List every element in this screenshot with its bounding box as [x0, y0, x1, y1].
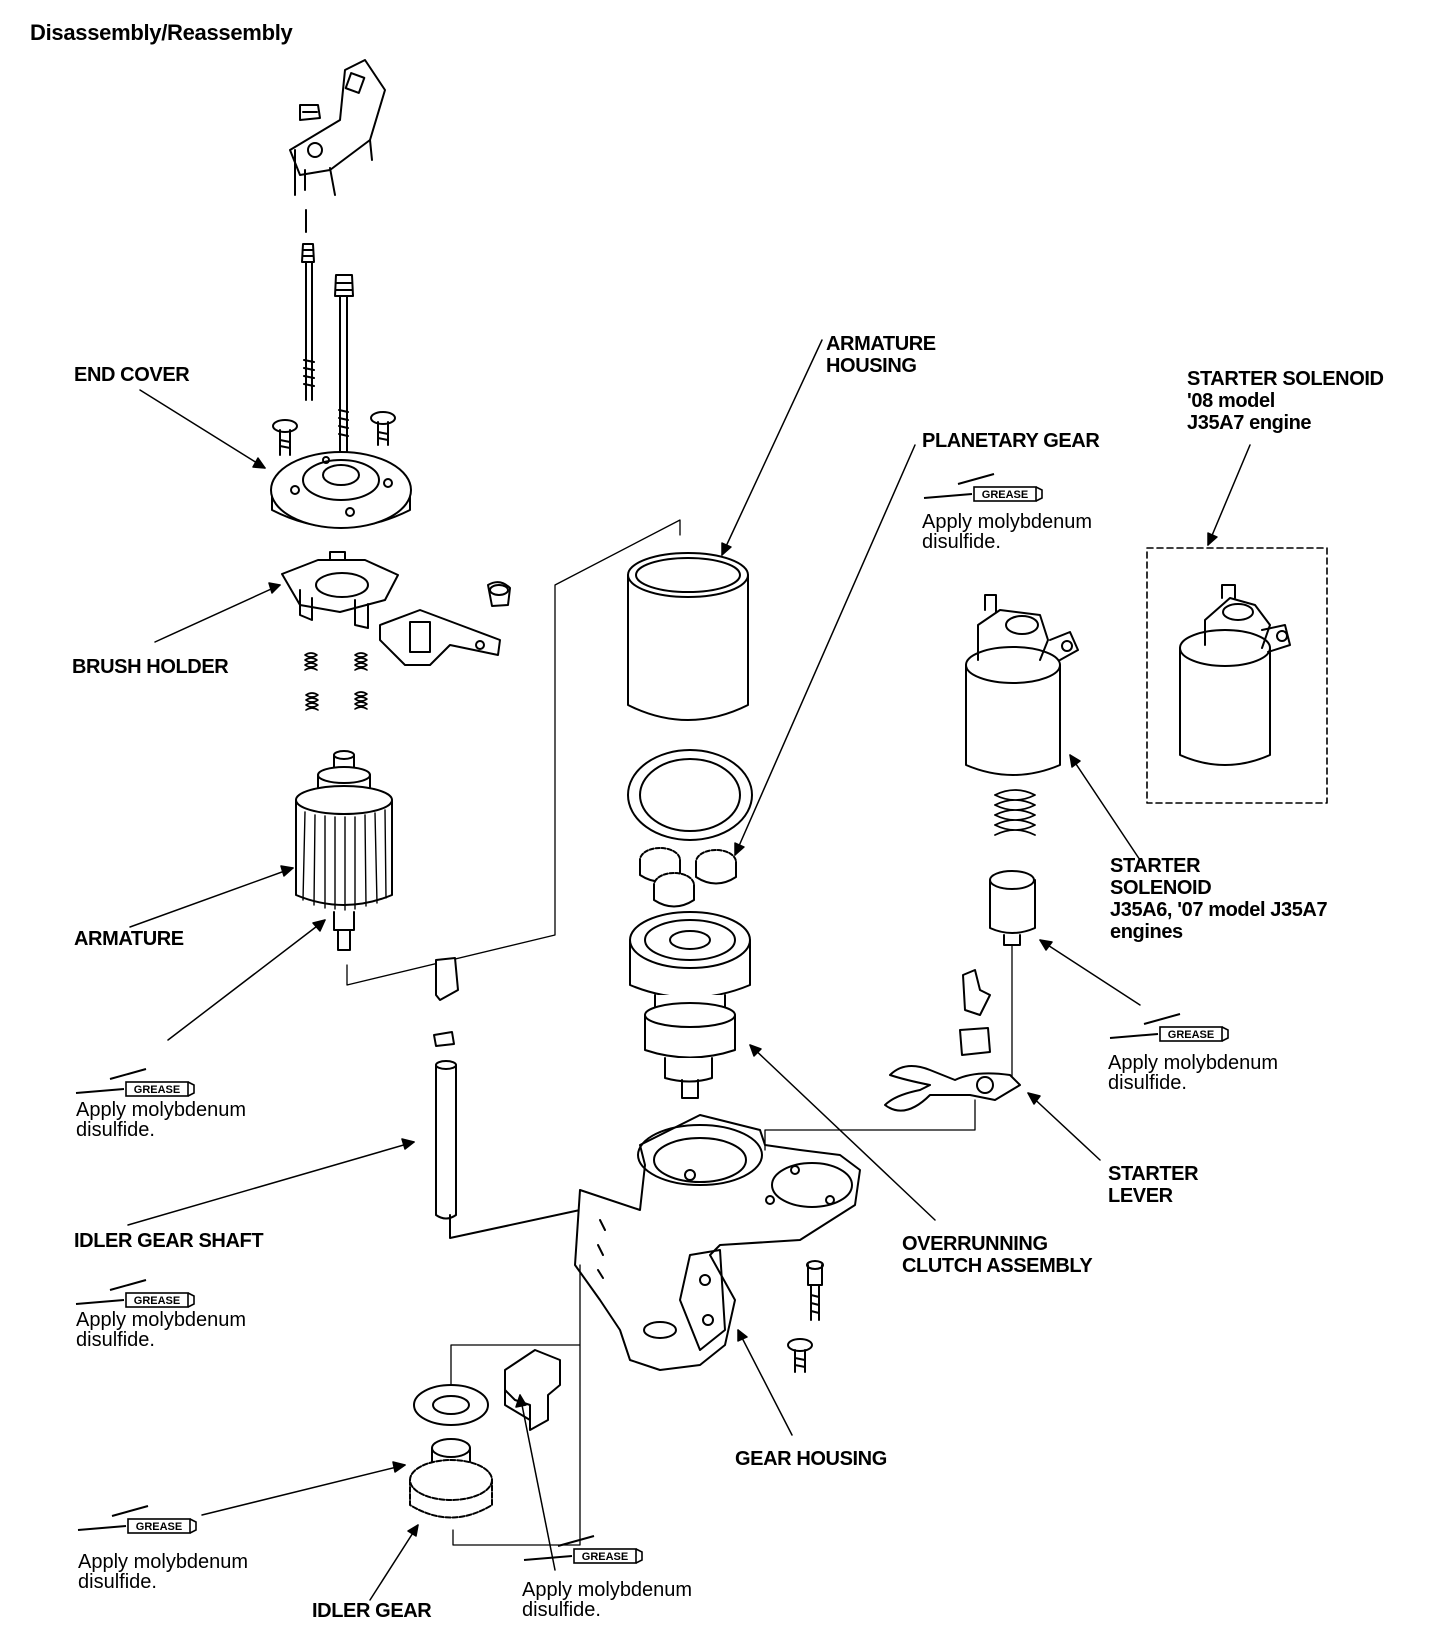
solenoid-08-box — [1147, 548, 1327, 803]
svg-text:GREASE: GREASE — [582, 1551, 628, 1563]
gear-housing-bolts — [788, 1261, 823, 1372]
grease-tube-icon: GREASE — [77, 1505, 197, 1534]
leader-lines — [128, 340, 1250, 1600]
grease-tube-icon: GREASE — [75, 1279, 195, 1308]
armature-housing-label: ARMATURE HOUSING — [826, 333, 936, 377]
idler-gear-part — [410, 1439, 492, 1518]
brush-springs — [305, 653, 367, 710]
grease-tube-icon: GREASE — [523, 1535, 643, 1564]
idler-gear-label: IDLER GEAR — [312, 1600, 432, 1622]
page-title: Disassembly/Reassembly — [30, 20, 293, 45]
svg-text:GREASE: GREASE — [1168, 1029, 1214, 1041]
brush-holder-part — [282, 552, 510, 665]
armature-label: ARMATURE — [74, 928, 184, 950]
through-bolts — [302, 210, 353, 470]
svg-text:GREASE: GREASE — [136, 1521, 182, 1533]
return-spring — [995, 790, 1035, 835]
svg-text:GREASE: GREASE — [134, 1295, 180, 1307]
grease-tube-icon: GREASE — [75, 1068, 195, 1097]
washer-part — [414, 1385, 488, 1425]
idler-gear-shaft-part — [434, 958, 580, 1238]
alignment-line-housing — [347, 520, 680, 985]
planetary-gears-part — [640, 848, 736, 907]
starter-lever-label: STARTER LEVER — [1108, 1163, 1199, 1207]
gear-housing-label: GEAR HOUSING — [735, 1448, 887, 1470]
gear-housing-part — [575, 1115, 860, 1370]
starter-solenoid-j35a6-label: STARTER SOLENOID J35A6, '07 model J35A7 … — [1110, 855, 1328, 943]
end-cover-label: END COVER — [74, 364, 190, 386]
gasket-ring — [628, 750, 752, 840]
end-cover-screws — [273, 412, 395, 455]
brush-holder-label: BRUSH HOLDER — [72, 656, 229, 678]
solenoid-j35a6-part — [966, 595, 1078, 775]
shift-plate-part — [505, 1350, 560, 1430]
planetary-gear-label: PLANETARY GEAR — [922, 430, 1100, 452]
alignment-line-idler — [451, 1265, 580, 1545]
idler-gear-shaft-label: IDLER GEAR SHAFT — [74, 1230, 264, 1252]
lever-parts — [765, 970, 1020, 1150]
armature-part — [296, 751, 392, 950]
solenoid-08-part — [1180, 585, 1290, 765]
svg-text:GREASE: GREASE — [134, 1084, 180, 1096]
overrunning-clutch-part — [630, 912, 750, 1098]
starter-solenoid-08-label: STARTER SOLENOID '08 model J35A7 engine — [1187, 368, 1384, 434]
grease-tube-icon: GREASE — [1109, 1013, 1229, 1042]
end-cover-part — [271, 452, 411, 528]
overrunning-clutch-label: OVERRUNNING CLUTCH ASSEMBLY — [902, 1233, 1093, 1277]
armature-housing-part — [628, 553, 748, 720]
svg-text:GREASE: GREASE — [982, 489, 1028, 501]
plunger-part — [990, 871, 1035, 1080]
terminal-bracket — [290, 60, 385, 195]
grease-tube-icon: GREASE — [923, 473, 1043, 502]
